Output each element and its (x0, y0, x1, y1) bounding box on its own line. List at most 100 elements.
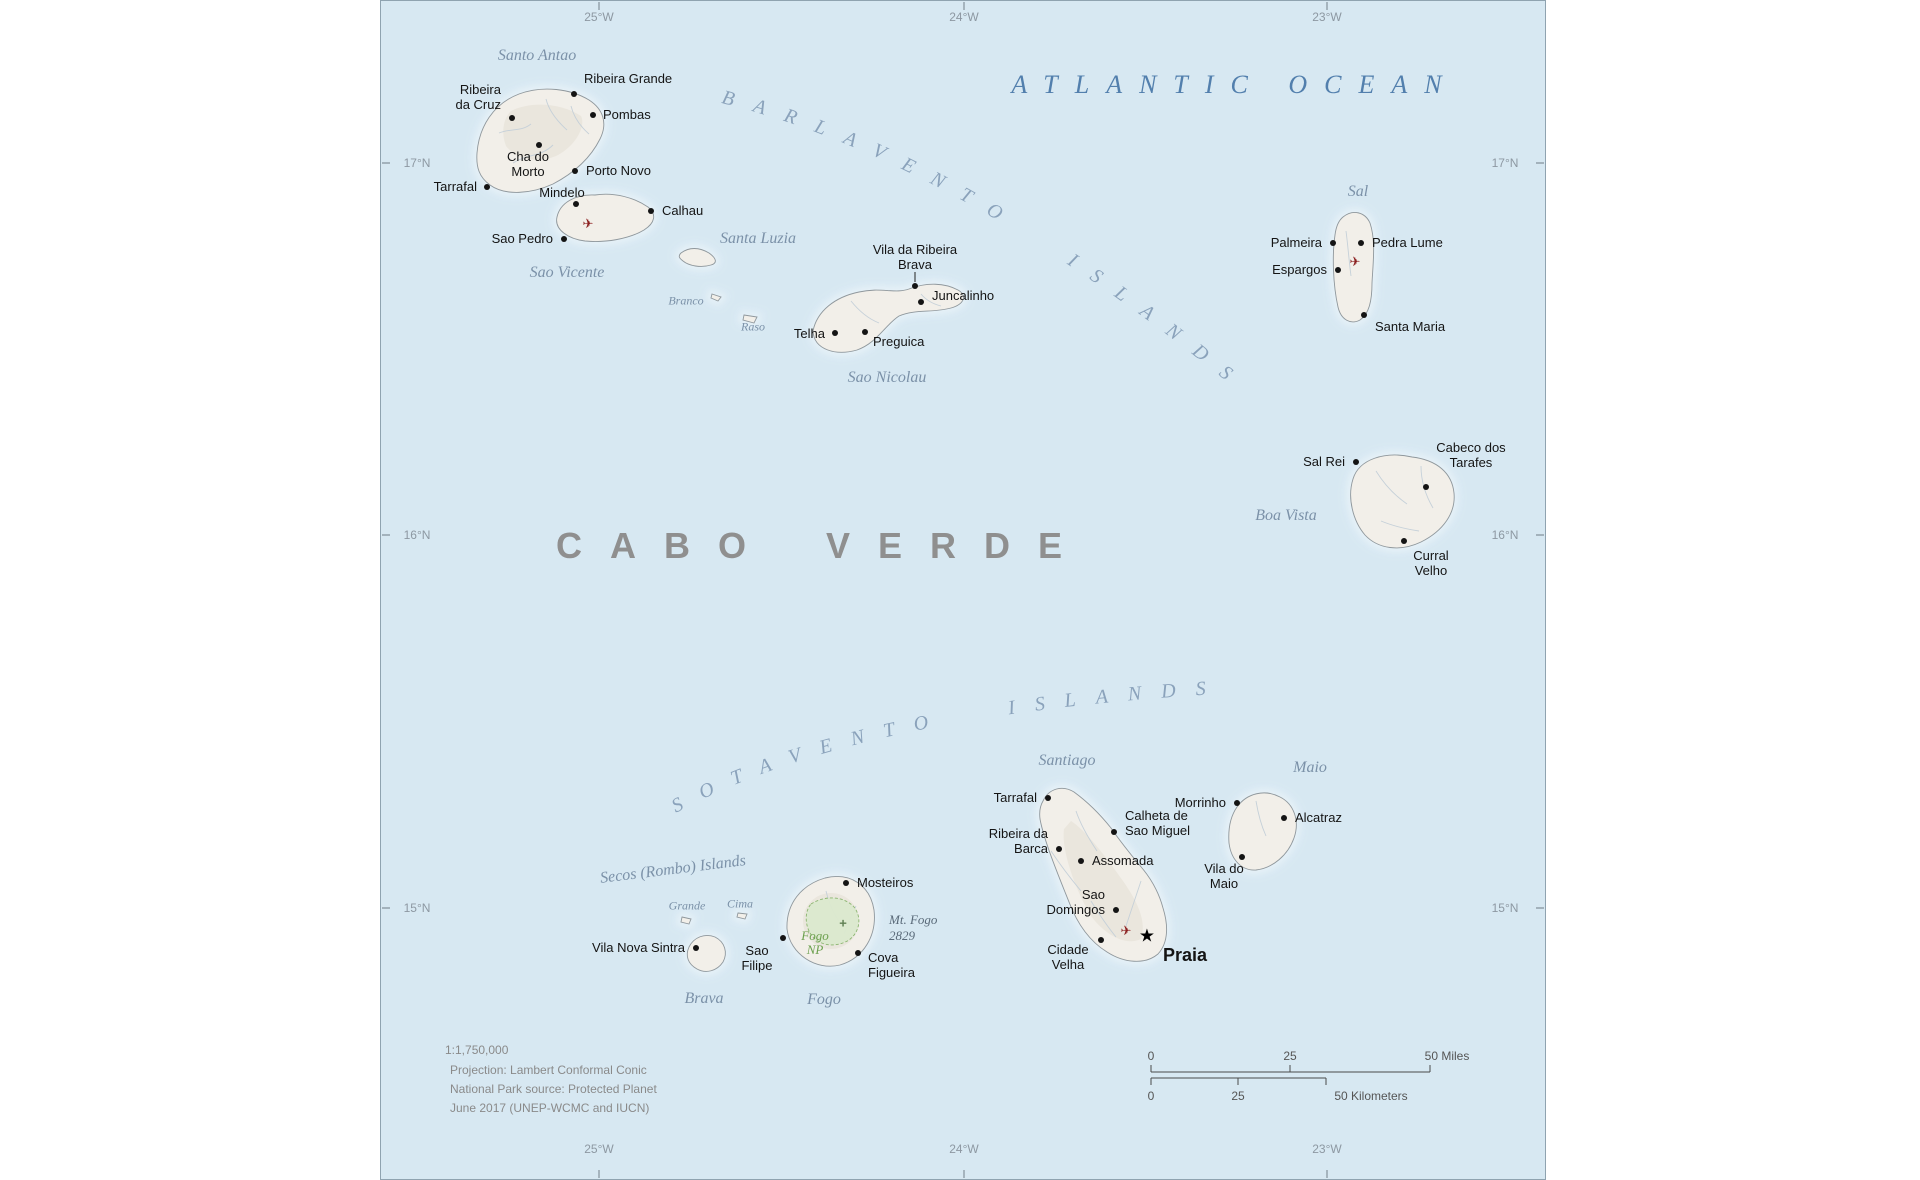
island-shape-brava (686, 934, 726, 972)
city-label-ribeira-grande: Ribeira Grande (584, 71, 673, 86)
graticule-label-lat: 16°N (403, 528, 431, 542)
barlavento-islands-label: BARLAVENTO ISLANDS (720, 86, 1252, 397)
city-label-alcatraz: Alcatraz (1295, 810, 1342, 825)
city-dot-cha-do-morto (536, 142, 542, 148)
city-label-ribeira-da-cruz: Ribeira da Cruz (455, 82, 501, 112)
city-dot-espargos (1335, 267, 1341, 273)
graticule-label-lon: 23°W (1312, 10, 1342, 24)
peak-elevation-label: 2829 (889, 928, 915, 943)
city-dot-tarrafal-santo-antao (484, 184, 490, 190)
ocean-label: ATLANTIC OCEAN (1011, 70, 1459, 99)
island-label-branco: Branco (668, 293, 704, 308)
map-projection-note: Projection: Lambert Conformal Conic (450, 1063, 647, 1077)
city-dot-pedra-lume (1358, 240, 1364, 246)
city-label-porto-novo: Porto Novo (586, 163, 652, 178)
graticule-label-lon: 25°W (584, 1142, 614, 1156)
peak-icon: + (839, 915, 847, 931)
city-dot-calhau (648, 208, 654, 214)
city-dot-ribeira-grande (571, 91, 577, 97)
graticule-label-lat: 16°N (1491, 528, 1519, 542)
city-label-vila-da-ribeira-brava: Vila da Ribeira Brava (872, 242, 958, 272)
island-label-boa-vista: Boa Vista (1255, 507, 1317, 524)
city-dot-curral-velho (1401, 538, 1407, 544)
city-label-preguica: Preguica (873, 334, 925, 349)
city-dot-sao-domingos (1113, 907, 1119, 913)
graticule-label-lat: 17°N (403, 156, 431, 170)
city-dot-mosteiros (843, 880, 849, 886)
island-label-santa-luzia: Santa Luzia (719, 230, 797, 247)
city-dot-calheta-de-sao-miguel (1111, 829, 1117, 835)
city-label-assomada: Assomada (1092, 853, 1154, 868)
city-label-calheta-de-sao-miguel: Calheta de Sao Miguel (1125, 808, 1191, 838)
scalebar-miles-50: 50 Miles (1424, 1049, 1470, 1063)
airport-icon-praia: ✈ (1120, 923, 1132, 938)
city-label-sao-filipe: Sao Filipe (741, 943, 773, 973)
island-label-sal: Sal (1347, 183, 1369, 200)
graticule-label-lon: 25°W (584, 10, 614, 24)
city-label-tarrafal-santo-antao: Tarrafal (433, 179, 477, 194)
graticule-label-lat: 15°N (403, 901, 431, 915)
city-label-pedra-lume: Pedra Lume (1372, 235, 1443, 250)
city-dot-ribeira-da-barca (1056, 846, 1062, 852)
island-label-grande: Grande (668, 898, 706, 913)
city-dot-tarrafal-santiago (1045, 795, 1051, 801)
peak-name-label: Mt. Fogo (889, 912, 938, 927)
island-label-cima: Cima (726, 896, 754, 911)
city-label-cidade-velha: Cidade Velha (1047, 942, 1089, 972)
city-dot-pombas (590, 112, 596, 118)
city-dot-cidade-velha (1098, 937, 1104, 943)
map-date-note: June 2017 (UNEP-WCMC and IUCN) (450, 1101, 650, 1115)
city-dot-santa-maria (1361, 312, 1367, 318)
capital-star-icon: ★ (1138, 925, 1156, 946)
city-label-sal-rei: Sal Rei (1303, 454, 1345, 469)
city-dot-vila-da-ribeira-brava (912, 283, 918, 289)
scalebar-miles-0: 0 (1147, 1049, 1155, 1063)
island-label-sao-nicolau: Sao Nicolau (847, 369, 927, 386)
city-dot-cabeco-dos-tarafes (1423, 484, 1429, 490)
city-label-palmeira: Palmeira (1270, 235, 1322, 250)
city-label-espargos: Espargos (1272, 262, 1327, 277)
scalebar-lines (1150, 1065, 1431, 1085)
city-dot-assomada (1078, 858, 1084, 864)
city-dot-palmeira (1330, 240, 1336, 246)
city-label-praia: Praia (1163, 945, 1208, 965)
city-label-cabeco-dos-tarafes: Cabeco dos Tarafes (1436, 440, 1506, 470)
island-label-santo-antao: Santo Antao (497, 47, 577, 64)
city-label-telha: Telha (793, 326, 825, 341)
fogo-np-label: Fogo NP (801, 928, 829, 958)
island-label-maio: Maio (1293, 759, 1327, 776)
city-label-morrinho: Morrinho (1174, 795, 1226, 810)
island-label-brava: Brava (684, 990, 724, 1007)
city-label-juncalinho: Juncalinho (932, 288, 995, 303)
city-label-ribeira-da-barca: Ribeira da Barca (988, 826, 1048, 856)
city-label-vila-nova-sintra: Vila Nova Sintra (592, 940, 685, 955)
graticule-label-lon: 24°W (949, 1142, 979, 1156)
city-dot-cova-figueira (855, 950, 861, 956)
island-label-sao-vicente: Sao Vicente (529, 264, 605, 281)
city-label-santa-maria: Santa Maria (1375, 319, 1446, 334)
city-label-sao-pedro: Sao Pedro (491, 231, 553, 246)
graticule-label-lon: 23°W (1312, 1142, 1342, 1156)
island-label-santiago: Santiago (1038, 752, 1096, 769)
sotavento-islands-label: SOTAVENTO ISLANDS (668, 676, 1226, 817)
city-label-pombas: Pombas (603, 107, 651, 122)
fogo-national-park-area (805, 897, 860, 946)
city-dot-juncalinho (918, 299, 924, 305)
city-label-curral-velho: Curral Velho (1413, 548, 1449, 578)
graticule-ticks (382, 2, 1544, 1178)
city-label-mosteiros: Mosteiros (857, 875, 914, 890)
city-dot-vila-nova-sintra (693, 945, 699, 951)
city-label-calhau: Calhau (662, 203, 704, 218)
city-label-tarrafal-santiago: Tarrafal (993, 790, 1037, 805)
graticule-label-lon: 24°W (949, 10, 979, 24)
island-label-raso: Raso (741, 319, 765, 334)
city-label-vila-do-maio: Vila do Maio (1204, 861, 1244, 891)
city-dot-ribeira-da-cruz (509, 115, 515, 121)
city-dot-vila-do-maio (1239, 854, 1245, 860)
country-label: CABO VERDE (555, 525, 1091, 566)
city-label-sao-domingos: Sao Domingos (1046, 887, 1105, 917)
airport-icon-sal: ✈ (1349, 254, 1361, 269)
island-label-fogo: Fogo (807, 991, 841, 1008)
city-dot-porto-novo (572, 168, 578, 174)
city-label-cha-do-morto: Cha do Morto (507, 149, 549, 179)
